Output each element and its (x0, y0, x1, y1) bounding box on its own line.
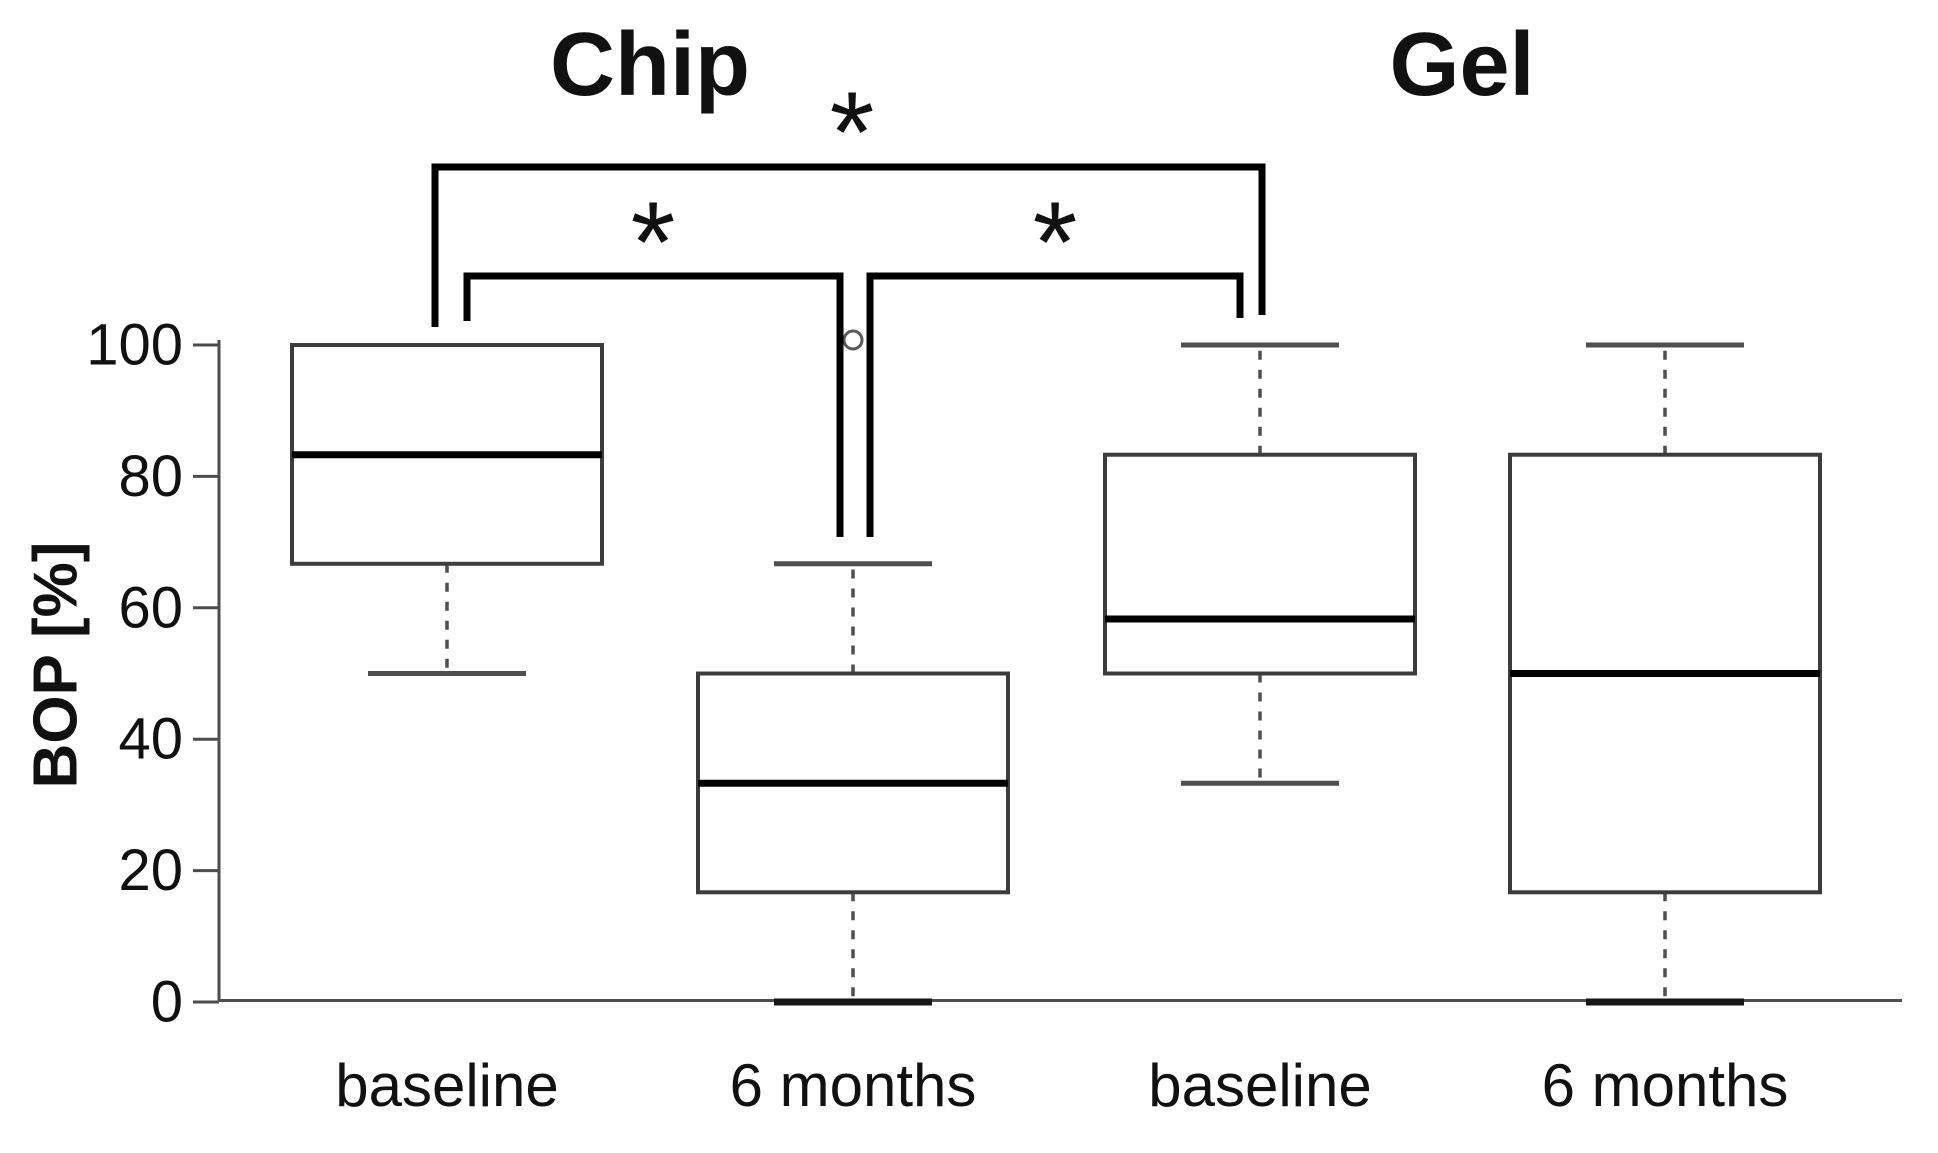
y-axis-label: BOP [%] (22, 542, 91, 789)
significance-star-inner-right: * (1033, 179, 1078, 307)
significance-star-outer: * (830, 69, 875, 197)
x-tick-label-gel-6months: 6 months (1542, 1052, 1789, 1119)
group-title-gel: Gel (1389, 15, 1534, 115)
outlier-point-chip-6months (842, 329, 864, 351)
significance-bracket-2 (866, 272, 1244, 537)
x-tick-label-chip-6months: 6 months (730, 1052, 977, 1119)
y-tick-label-0: 0 (151, 970, 183, 1035)
y-tick-label-60: 60 (118, 575, 183, 640)
y-tick-label-100: 100 (86, 313, 183, 378)
significance-bracket-1 (463, 272, 844, 537)
y-tick-label-80: 80 (118, 444, 183, 509)
x-tick-label-gel-baseline: baseline (1148, 1052, 1372, 1119)
x-tick-label-chip-baseline: baseline (335, 1052, 559, 1119)
box-gel-baseline (1103, 452, 1417, 676)
y-tick-label-20: 20 (118, 838, 183, 903)
group-title-chip: Chip (550, 15, 750, 115)
significance-bracket-0 (431, 163, 1266, 327)
significance-star-inner-left: * (631, 179, 676, 307)
y-tick-label-40: 40 (118, 707, 183, 772)
